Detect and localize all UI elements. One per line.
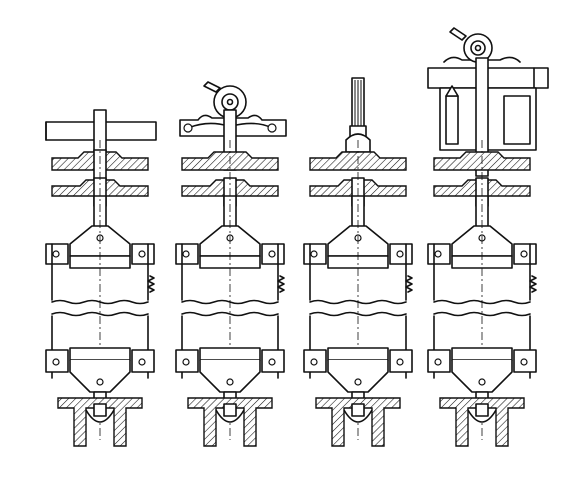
spring: [529, 275, 537, 293]
base-section: [57, 397, 143, 447]
base: [315, 397, 401, 447]
right-clamp-hole: [396, 250, 404, 258]
base-section: [439, 397, 525, 447]
spring: [405, 275, 413, 293]
break-line-lower: [51, 311, 149, 317]
base: [57, 397, 143, 447]
lower-yoke: [175, 347, 285, 393]
base-plunger: [351, 403, 365, 417]
left-clamp-hole: [310, 250, 318, 258]
lower-yoke-body: [451, 360, 513, 393]
lower-yoke-body: [69, 360, 131, 393]
left-lower-hole: [310, 358, 318, 366]
base: [439, 397, 525, 447]
slide-left-guide: [445, 95, 459, 145]
lower-yoke-pin: [96, 378, 104, 386]
lower-yoke-plate: [451, 347, 513, 361]
base-plunger: [475, 403, 489, 417]
eccentric-center: [474, 44, 482, 52]
spring: [147, 275, 155, 293]
slide-right-block: [503, 95, 531, 145]
right-clamp-hole: [520, 250, 528, 258]
lower-yoke-plate: [327, 347, 389, 361]
lower-yoke-plate: [69, 347, 131, 361]
right-lower-hole: [396, 358, 404, 366]
left-lower-hole: [182, 358, 190, 366]
upper-yoke: [303, 225, 413, 269]
crossbar-right-end: [533, 67, 549, 89]
lower-yoke-body: [199, 360, 261, 393]
base-plunger: [223, 403, 237, 417]
lever-pin-left: [183, 123, 193, 133]
handle-tab: [449, 27, 467, 41]
left-clamp-hole: [434, 250, 442, 258]
lever-pin-right: [267, 123, 277, 133]
left-lower-hole: [52, 358, 60, 366]
lower-yoke-plate: [199, 347, 261, 361]
base: [187, 397, 273, 447]
break-line-lower: [433, 311, 531, 317]
guide-tip: [445, 85, 459, 97]
right-lower-hole: [268, 358, 276, 366]
variant-a: [45, 109, 157, 447]
variant-d-top: [427, 27, 549, 177]
base-plunger: [93, 403, 107, 417]
base-section: [187, 397, 273, 447]
lower-yoke: [427, 347, 537, 393]
variant-b: [175, 81, 287, 447]
screw-threads: [354, 80, 362, 126]
left-lower-hole: [434, 358, 442, 366]
lower-yoke: [303, 347, 413, 393]
variant-d: [427, 27, 549, 447]
lower-yoke-pin: [226, 378, 234, 386]
left-clamp-hole: [182, 250, 190, 258]
lower-yoke-body: [327, 360, 389, 393]
variant-c: [303, 77, 413, 447]
left-clamp-hole: [52, 250, 60, 258]
break-line-lower: [181, 311, 279, 317]
right-lower-hole: [138, 358, 146, 366]
lower-yoke-pin: [478, 378, 486, 386]
base-section: [315, 397, 401, 447]
right-lower-hole: [520, 358, 528, 366]
spring: [277, 275, 285, 293]
lower-yoke-pin: [354, 378, 362, 386]
eccentric-center: [226, 98, 234, 106]
break-line-lower: [309, 311, 407, 317]
right-clamp-hole: [268, 250, 276, 258]
right-clamp-hole: [138, 250, 146, 258]
lower-yoke: [45, 347, 155, 393]
handle-tab: [203, 81, 221, 93]
